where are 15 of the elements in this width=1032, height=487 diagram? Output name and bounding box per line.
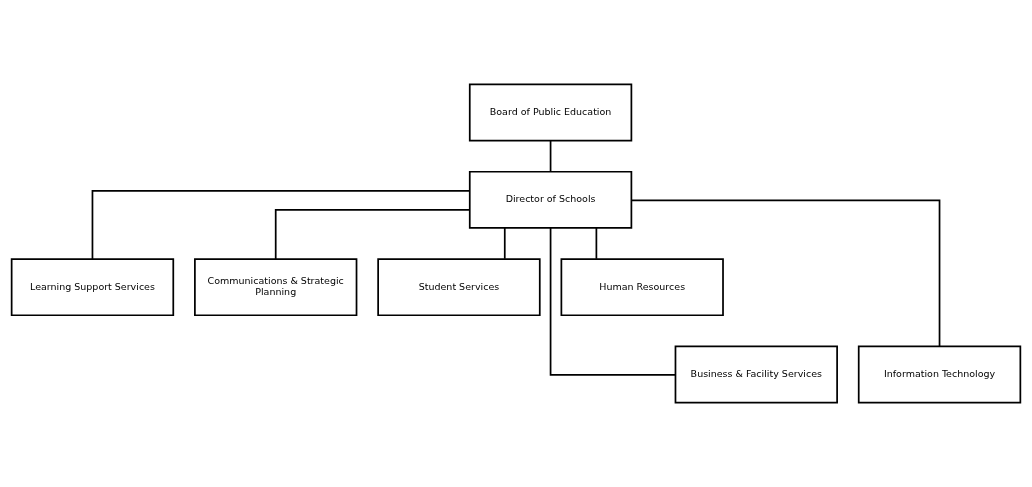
- connector: [595, 227, 598, 260]
- node-box: Student Services: [377, 258, 541, 317]
- connector: [549, 227, 677, 376]
- connector: [549, 139, 552, 173]
- node-box: Director of Schools: [468, 170, 633, 229]
- node-box: Information Technology: [857, 345, 1022, 404]
- node-box: Communications & Strategic Planning: [194, 258, 358, 317]
- connector: [503, 227, 506, 260]
- connector: [630, 199, 941, 347]
- connector: [91, 189, 471, 260]
- node-box: Board of Public Education: [468, 83, 633, 142]
- connector: [274, 208, 471, 260]
- node-box: Learning Support Services: [10, 258, 175, 317]
- node-box: Human Resources: [560, 258, 724, 317]
- node-box: Business & Facility Services: [674, 345, 838, 404]
